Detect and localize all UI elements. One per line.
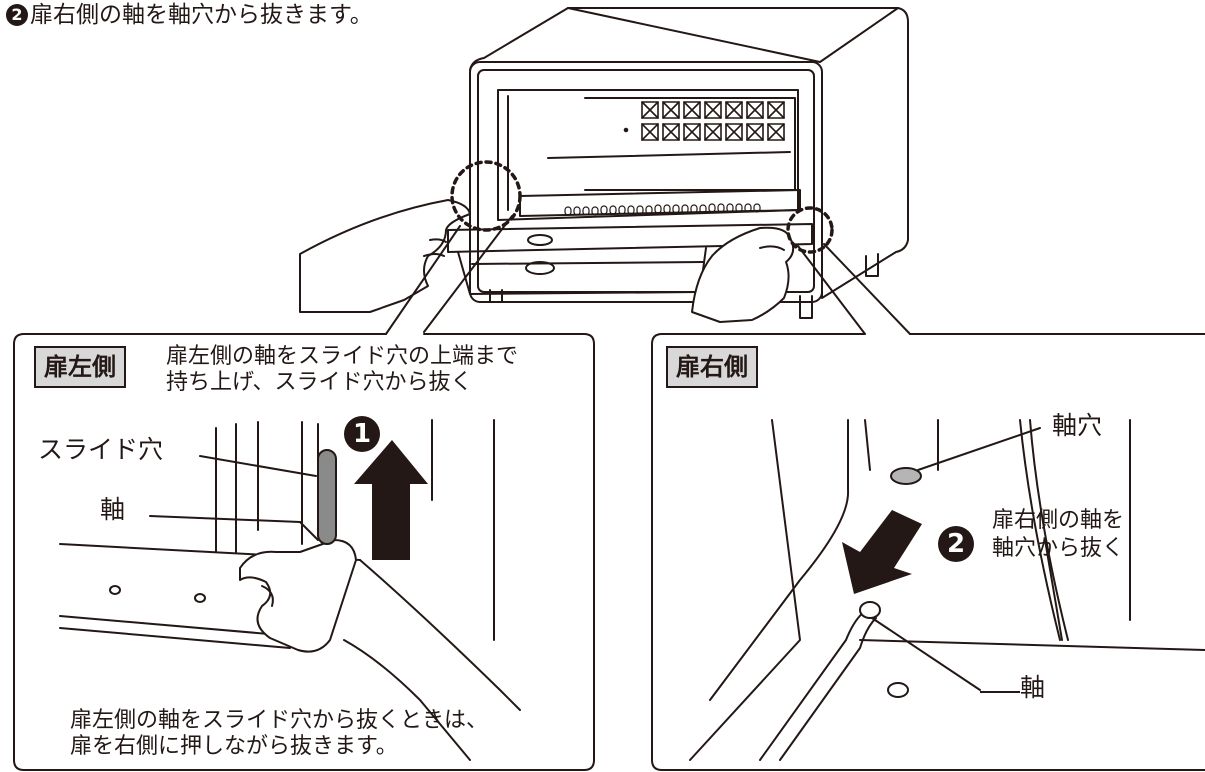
left-caption-line1: 扉左側の軸をスライド穴の上端まで <box>166 344 519 369</box>
right-panel-drawing <box>651 333 1205 771</box>
up-arrow-icon <box>354 440 428 560</box>
label-shaft-left: 軸 <box>100 495 126 524</box>
step-1-badge: 1 <box>344 416 380 452</box>
right-caption-line1: 扉右側の軸を <box>992 508 1125 533</box>
right-panel-tag: 扉右側 <box>666 346 758 388</box>
down-arrow-icon <box>842 510 922 594</box>
left-caption-line2: 持ち上げ、スライド穴から抜く <box>166 370 473 395</box>
label-shaft-right: 軸 <box>1020 673 1046 702</box>
left-panel-drawing <box>13 333 595 771</box>
right-caption-line2: 軸穴から抜く <box>992 536 1125 561</box>
left-note-line2: 扉を右側に押しながら抜きます。 <box>70 734 398 759</box>
left-note-line1: 扉左側の軸をスライド穴から抜くときは、 <box>70 708 489 733</box>
label-shaft-hole: 軸穴 <box>1052 411 1103 440</box>
step-2-badge: 2 <box>938 526 974 562</box>
label-slide-hole: スライド穴 <box>38 435 164 464</box>
oven-drawing <box>299 7 911 335</box>
left-panel-tag: 扉左側 <box>34 346 126 388</box>
step-title-text: 扉右側の軸を軸穴から抜きます。 <box>30 2 373 28</box>
leader-line-right <box>980 691 1020 693</box>
step-number-badge: 2 <box>6 4 28 26</box>
